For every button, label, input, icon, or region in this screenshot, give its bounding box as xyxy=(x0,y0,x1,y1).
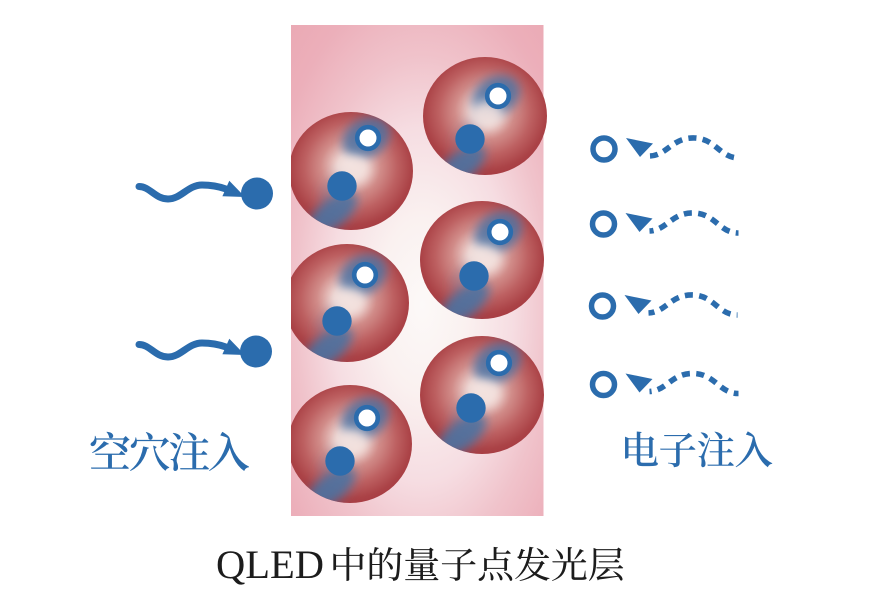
svg-text:QLED: QLED xyxy=(216,542,324,587)
